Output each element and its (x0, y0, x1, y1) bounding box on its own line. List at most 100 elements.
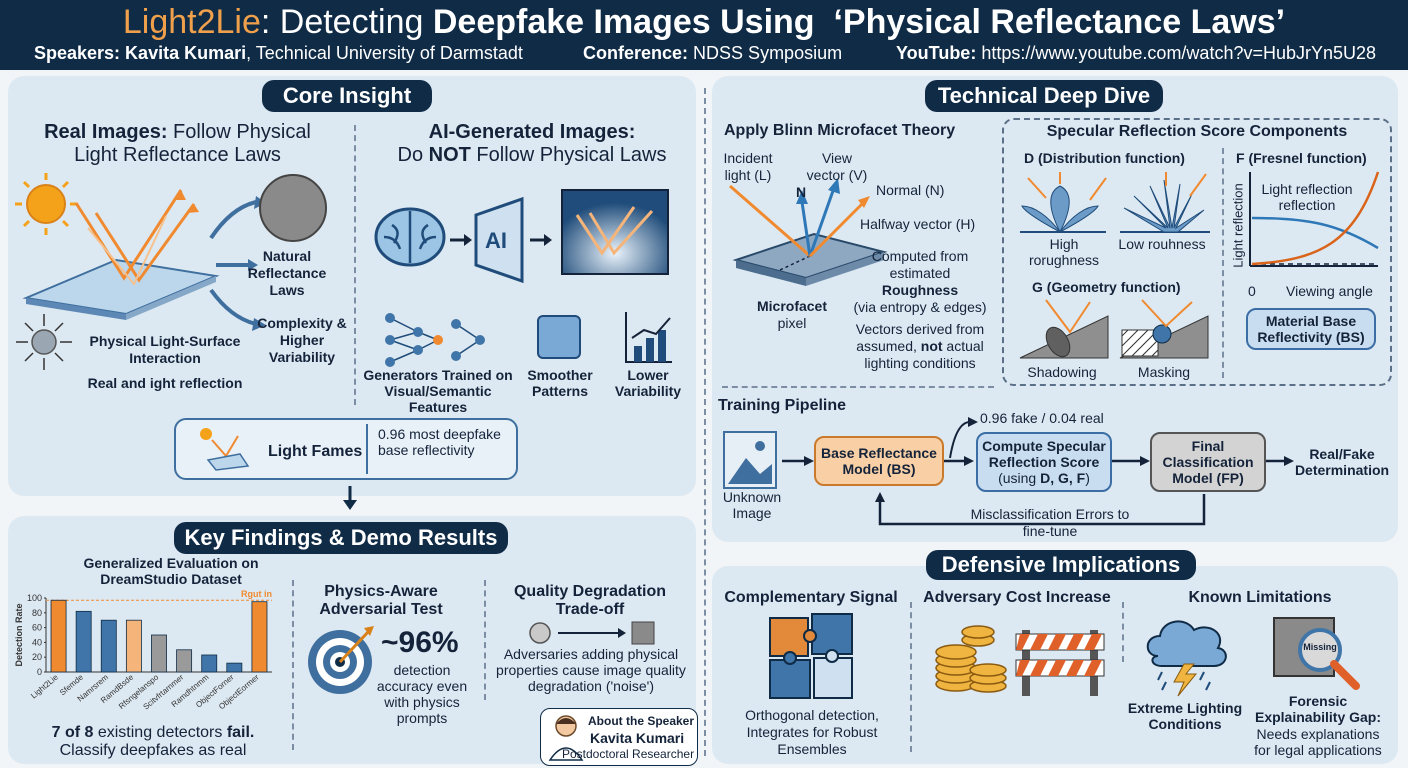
specular-divider (1222, 148, 1224, 378)
specular-components-box (1002, 118, 1392, 386)
specular-title: Specular Reflection Score Components (1046, 123, 1348, 140)
roughness-line1: Computed from estimated (871, 248, 969, 281)
g-function-title: G (Geometry function) (1032, 279, 1181, 295)
speaker-role: Postdoctoral Researcher (562, 747, 695, 761)
summary-count: 7 of 8 (51, 724, 94, 741)
panel-divider (704, 88, 706, 756)
speaker-avatar (548, 715, 584, 761)
speakers-line: Speakers: Kavita Kumari, Technical Unive… (34, 43, 523, 64)
microfacet-pixel: pixel (777, 315, 807, 331)
sun-icon (15, 173, 77, 235)
clean-dot-icon (529, 622, 551, 644)
incident-light-label: Incident light (L) (723, 150, 773, 183)
pipeline-title: Training Pipeline (718, 397, 847, 414)
bar-1 (75, 610, 92, 673)
speaker-heading: About the Speaker (588, 714, 695, 728)
view-vector-label: View vector (V) (806, 150, 868, 183)
smooth-pattern-icon (537, 315, 581, 359)
lighting-label: Extreme Lighting Conditions (1127, 700, 1243, 732)
down-arrow-icon (343, 486, 357, 510)
defensive-title: Defensive Implications (926, 550, 1196, 580)
bar-trend-icon (625, 312, 672, 363)
y-tick-label: 40 (32, 637, 42, 647)
summary-fail: fail. (226, 724, 255, 741)
neural-network-icon (385, 313, 485, 367)
d-function-title: D (Distribution function) (1024, 150, 1185, 166)
geometry-icons (1019, 299, 1209, 359)
cost-title: Adversary Cost Increase (923, 589, 1111, 606)
adversarial-title: Physics-Aware Adversarial Test (319, 583, 443, 618)
score-using: (using (998, 470, 1041, 486)
low-roughness-label: Low rouhness (1118, 236, 1206, 252)
defense-divider-1 (910, 602, 912, 752)
core-divider (354, 125, 356, 405)
title-text: : Detecting (260, 3, 433, 41)
fames-separator (366, 424, 368, 474)
determination-label: Real/Fake Determination (1294, 446, 1390, 478)
complementary-title: Complementary Signal (724, 589, 898, 606)
y-tick-label: 0 (37, 667, 42, 677)
fresnel-curve-label: Light reflection reflection (1261, 181, 1353, 213)
ai-chip-label: AI (485, 228, 507, 253)
youtube-link[interactable]: https://www.youtube.com/watch?v=HubJrYn5… (981, 43, 1377, 63)
coins-barrier-icon (935, 625, 1105, 696)
bar-8 (251, 601, 268, 673)
adversarial-desc: detection accuracy even with physics pro… (376, 662, 468, 726)
base-reflectivity-box: Material Base Reflectivity (BS) (1246, 308, 1376, 350)
youtube-label: YouTube: (896, 43, 977, 63)
ai-features-icons (385, 312, 672, 367)
pipeline-divider (722, 386, 994, 388)
brain-icon (374, 207, 446, 267)
complementary-desc: Orthogonal detection, Integrates for Rob… (745, 707, 879, 757)
gap-desc: Needs explanations for legal application… (1254, 726, 1382, 758)
interaction-icon (16, 314, 72, 370)
lower-variability-label: Lower Variability (614, 367, 682, 399)
bar-5 (176, 649, 193, 673)
fresnel-chart (1249, 171, 1380, 267)
y-tick-label: 80 (32, 608, 42, 618)
quality-title: Quality Degradation Trade-off (513, 583, 667, 618)
light-fames-icon (200, 428, 250, 471)
microfacet-diagram (729, 178, 888, 286)
ai-generation-illustration (374, 189, 669, 284)
page-title: Light2Lie: Detecting Deepfake Images Usi… (0, 3, 1408, 42)
natural-reflectance-label: Natural Reflectance Laws (247, 248, 327, 298)
ai-images-pre: Do (397, 144, 429, 166)
title-bold: Deepfake Images Using (432, 3, 815, 41)
complexity-label: Complexity & Higher Variability (257, 315, 347, 365)
key-findings-title: Key Findings & Demo Results (174, 522, 508, 554)
magnifier-icon (1273, 617, 1360, 690)
fake-real-score: 0.96 fake / 0.04 real (980, 410, 1104, 426)
base-reflectance-box: Base Reflectance Model (BS) (814, 436, 944, 486)
score-dgf: D, G, F (1040, 470, 1086, 486)
microfacet-bold: Microfacet (756, 298, 828, 314)
generators-label: Generators Trained on Visual/Semantic Fe… (363, 367, 513, 415)
masking-label: Masking (1137, 364, 1191, 380)
score-title: Compute Specular Reflection Score (982, 438, 1106, 470)
conference-label: Conference: (583, 43, 689, 63)
bar-7 (226, 662, 243, 673)
target-icon (308, 626, 374, 694)
roughness-bold: Roughness (881, 282, 959, 298)
limitations-title: Known Limitations (1188, 589, 1332, 606)
smoother-label: Smoother Patterns (527, 367, 593, 399)
fresnel-origin: 0 (1248, 283, 1256, 299)
findings-divider-1 (292, 580, 294, 750)
roughness-line3: (via entropy & edges) (853, 299, 987, 315)
chart-ylabel: Detection Rate (14, 603, 24, 666)
storm-icon (1146, 620, 1227, 697)
defense-divider-2 (1122, 602, 1124, 662)
adversarial-value: ~96% (381, 626, 459, 659)
header-banner (0, 0, 1408, 70)
blinn-title: Apply Blinn Microfacet Theory (724, 122, 956, 139)
real-images-rest: Follow Physical (167, 121, 311, 143)
high-roughness-label: High rorughness (1028, 236, 1100, 268)
speakers-label: Speakers: Kavita Kumari (34, 43, 247, 63)
speakers-affiliation: , Technical University of Darmstadt (246, 43, 523, 63)
vectors-note: Vectors derived from assumed, not actual… (844, 321, 996, 372)
degradation-icons (529, 621, 655, 645)
conference-line: Conference: NDSS Symposium (583, 43, 842, 64)
bar-3 (125, 619, 142, 673)
noisy-square-icon (631, 621, 655, 645)
